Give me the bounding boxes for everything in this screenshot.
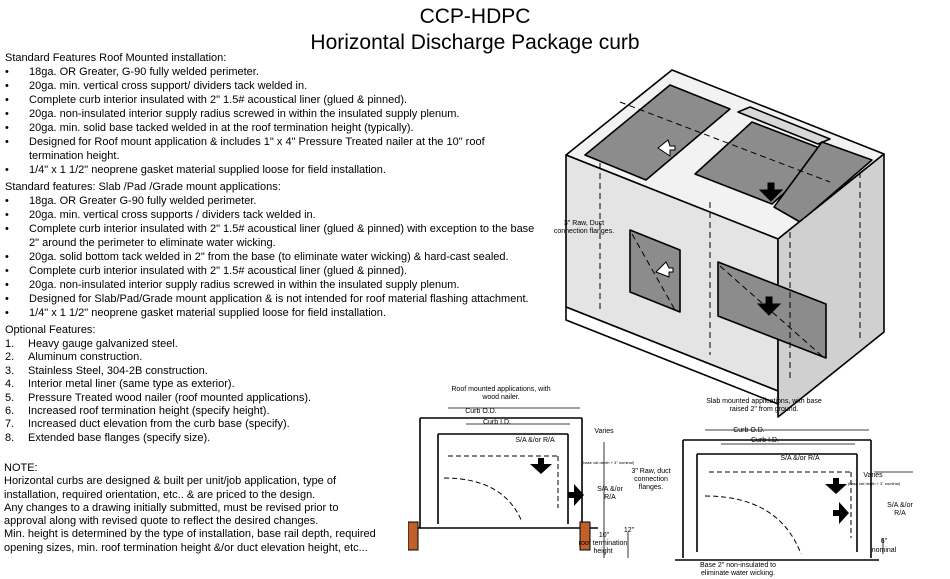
list-item: 6.Increased roof termination height (spe… — [5, 405, 270, 418]
slab-varies-note: (base rail depth + 3" nominal) — [847, 481, 901, 486]
slab-nominal: nominal — [871, 547, 897, 554]
roof-varies: Varies — [594, 428, 614, 435]
doc-subtitle: Horizontal Discharge Package curb — [310, 31, 640, 54]
slab-features: Standard features: Slab /Pad /Grade moun… — [5, 180, 565, 320]
slab-base-note: Base 2" non-insulated to eliminate water… — [699, 562, 777, 577]
list-item: 8.Extended base flanges (specify size). — [5, 431, 211, 444]
list-item: Complete curb interior insulated with 2"… — [5, 222, 539, 250]
slab-sa-ra-side: S/A &/or R/A — [887, 502, 913, 517]
slab-sa-ra: S/A &/or R/A — [780, 455, 820, 462]
list-item: 3.Stainless Steel, 304-2B construction. — [5, 364, 208, 377]
list-item: 18ga. OR Greater, G-90 fully welded peri… — [5, 65, 510, 79]
roof-varies-note: (base rail depth + 3" nominal) — [581, 460, 635, 465]
slab-varies: Varies — [863, 472, 883, 479]
slab-section-caption: Slab mounted applications, with base rai… — [706, 398, 822, 413]
list-item: 20ga. min. vertical cross supports / div… — [5, 208, 565, 222]
note-body: Horizontal curbs are designed & built pe… — [4, 475, 376, 554]
roof-sa-ra-side: S/A &/or R/A — [597, 486, 623, 501]
optional-features: Optional Features: 1.Heavy gauge galvani… — [5, 323, 405, 445]
slab-features-list: 18ga. OR Greater G-90 fully welded perim… — [5, 194, 565, 320]
roof-features-heading: Standard Features Roof Mounted installat… — [5, 52, 227, 64]
list-item: 1.Heavy gauge galvanized steel. — [5, 338, 178, 350]
list-item: 20ga. min. vertical cross support/ divid… — [5, 79, 510, 93]
roof-flange-label: 3" Raw, duct connection flanges. — [631, 468, 671, 491]
roof-sa-ra: S/A &/or R/A — [515, 437, 555, 444]
roof-curb-id: Curb I.D. — [482, 419, 511, 426]
isometric-curb-drawing — [565, 69, 885, 418]
slab-features-heading: Standard features: Slab /Pad /Grade moun… — [5, 181, 281, 193]
list-item: 4.Interior metal liner (same type as ext… — [5, 378, 235, 391]
note: NOTE: Horizontal curbs are designed & bu… — [4, 462, 404, 555]
roof-ten-inch: 10" — [598, 532, 610, 539]
doc-title: CCP-HDPC — [419, 5, 531, 28]
optional-heading: Optional Features: — [5, 324, 96, 336]
roof-termination-label: roof termination height — [578, 540, 628, 555]
list-item: Designed for Roof mount application & in… — [5, 135, 510, 163]
list-item: 1/4" x 1 1/2" neoprene gasket material s… — [5, 306, 565, 320]
slab-curb-od: Curb O.D. — [733, 427, 765, 434]
list-item: 2.Aluminum construction. — [5, 351, 143, 364]
list-item: 1/4" x 1 1/2" neoprene gasket material s… — [5, 163, 510, 177]
roof-twelve-inch: 12" — [623, 527, 635, 534]
slab-section-drawing — [675, 429, 913, 561]
note-heading: NOTE: — [4, 462, 38, 474]
iso-flange-label: 3" Raw, Duct connection flanges. — [553, 220, 615, 235]
list-item: 7.Increased duct elevation from the curb… — [5, 418, 290, 431]
optional-list: 1.Heavy gauge galvanized steel. 2.Alumin… — [5, 338, 405, 445]
list-item: 20ga. non-insulated interior supply radi… — [5, 278, 565, 292]
list-item: Complete curb interior insulated with 2"… — [5, 93, 510, 107]
roof-section-caption: Roof mounted applications, with wood nai… — [451, 386, 551, 401]
list-item: 18ga. OR Greater G-90 fully welded perim… — [5, 194, 565, 208]
list-item: 20ga. solid bottom tack welded in 2" fro… — [5, 250, 565, 264]
slab-curb-id: Curb I.D. — [750, 437, 779, 444]
roof-features-list: 18ga. OR Greater, G-90 fully welded peri… — [5, 65, 510, 177]
roof-section-drawing — [408, 407, 629, 558]
list-item: 20ga. min. solid base tacked welded in a… — [5, 121, 510, 135]
list-item: Complete curb interior insulated with 2"… — [5, 264, 565, 278]
list-item: 20ga. non-insulated interior supply radi… — [5, 107, 510, 121]
roof-curb-od: Curb O.D. — [465, 408, 497, 415]
list-item: 5.Pressure Treated wood nailer (roof mou… — [5, 391, 312, 404]
list-item: Designed for Slab/Pad/Grade mount applic… — [5, 292, 565, 306]
slab-six-inch: 6" — [880, 538, 888, 545]
roof-features: Standard Features Roof Mounted installat… — [5, 51, 510, 177]
